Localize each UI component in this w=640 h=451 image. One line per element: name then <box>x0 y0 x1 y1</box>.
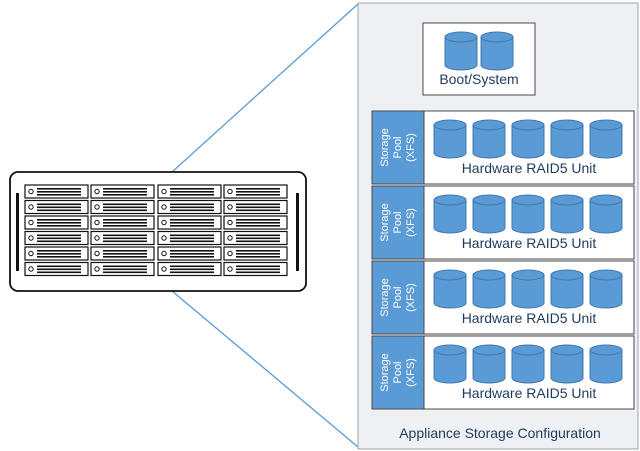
drive-bay <box>90 215 155 230</box>
storage-pool-row <box>371 110 635 185</box>
drive-bay <box>223 246 288 261</box>
storage-pool-label-line: Pool <box>391 361 404 384</box>
storage-pool-row <box>371 185 635 260</box>
raid-disk <box>433 269 467 309</box>
storage-pool-label-line: Storage <box>378 353 391 392</box>
storage-pool-label-line: Storage <box>378 203 391 242</box>
storage-pool-tab <box>371 185 425 260</box>
boot-disks <box>444 31 514 71</box>
rack-server-icon <box>9 171 307 292</box>
drive-bay <box>90 199 155 215</box>
drive-bay <box>157 199 222 215</box>
raid-disk <box>472 344 506 384</box>
raid-disk <box>550 119 584 159</box>
raid-disk <box>550 344 584 384</box>
drive-bay <box>90 246 155 261</box>
raid-disk <box>550 269 584 309</box>
drive-bay <box>90 261 155 277</box>
drive-bay <box>157 261 222 277</box>
storage-pool-label-line: (XFS) <box>404 133 417 162</box>
raid-disk <box>589 119 623 159</box>
drive-bay <box>223 261 288 277</box>
storage-pool-label-line: Storage <box>378 278 391 317</box>
raid-disk <box>433 119 467 159</box>
raid-disk <box>550 194 584 234</box>
storage-pool-row <box>371 335 635 410</box>
drive-bay <box>24 261 89 277</box>
connector-line-top <box>171 3 359 173</box>
drive-bay <box>157 230 222 246</box>
storage-pool-label-line: (XFS) <box>404 208 417 237</box>
raid-unit-label: Hardware RAID5 Unit <box>461 310 597 326</box>
raid-disk <box>472 194 506 234</box>
raid-disk <box>589 344 623 384</box>
raid-disk <box>472 269 506 309</box>
raid-unit-label: Hardware RAID5 Unit <box>461 385 597 401</box>
boot-system-label: Boot/System <box>439 71 519 87</box>
storage-pool-label-line: Pool <box>391 136 404 159</box>
storage-pool-tab <box>371 110 425 185</box>
drive-bay <box>223 184 288 199</box>
drive-bay <box>90 184 155 199</box>
raid-disk <box>511 344 545 384</box>
drive-bay <box>157 184 222 199</box>
drive-bay <box>223 230 288 246</box>
raid-disk <box>511 194 545 234</box>
raid-disk <box>511 269 545 309</box>
raid-disk <box>589 269 623 309</box>
raid-disk <box>433 194 467 234</box>
raid-disk <box>589 194 623 234</box>
storage-pool-label-line: (XFS) <box>404 358 417 387</box>
boot-disk <box>444 31 478 71</box>
raid-unit-label: Hardware RAID5 Unit <box>461 235 597 251</box>
storage-pool-tab <box>371 335 425 410</box>
drive-bay <box>157 246 222 261</box>
boot-system-box <box>422 22 536 96</box>
connector-line-bottom <box>171 290 359 448</box>
storage-pool-tab <box>371 260 425 335</box>
storage-pool-label-line: Pool <box>391 286 404 309</box>
raid-disk <box>433 344 467 384</box>
storage-pool-label-line: (XFS) <box>404 283 417 312</box>
raid-disk <box>472 119 506 159</box>
drive-bay <box>90 230 155 246</box>
storage-pool-label-line: Storage <box>378 128 391 167</box>
boot-disk <box>480 31 514 71</box>
drive-bay <box>24 184 89 199</box>
raid-unit-label: Hardware RAID5 Unit <box>461 160 597 176</box>
storage-pool-label-line: Pool <box>391 211 404 234</box>
appliance-caption: Appliance Storage Configuration <box>399 425 601 441</box>
storage-pool-row <box>371 260 635 335</box>
drive-bay <box>24 215 89 230</box>
drive-bay <box>24 199 89 215</box>
drive-bay <box>157 215 222 230</box>
raid-disk <box>511 119 545 159</box>
drive-bay <box>24 246 89 261</box>
drive-bay <box>223 215 288 230</box>
drive-bay <box>223 199 288 215</box>
pool-rows <box>371 110 635 410</box>
drive-bay <box>24 230 89 246</box>
